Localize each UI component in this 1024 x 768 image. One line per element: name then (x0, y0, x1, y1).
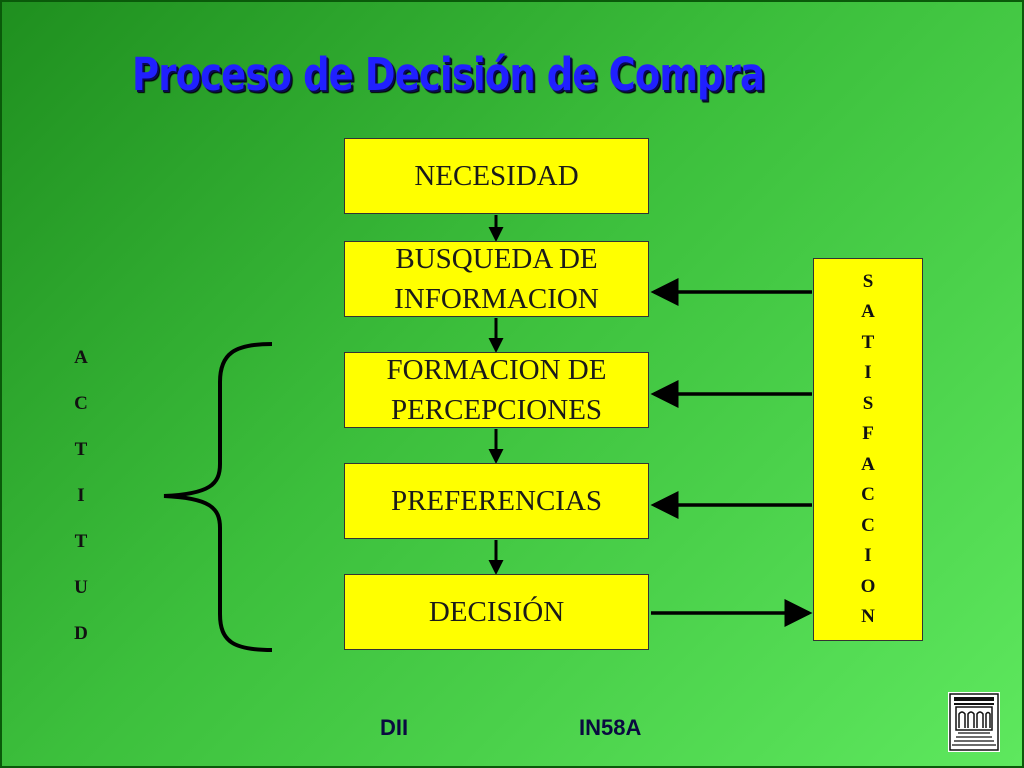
actitud-letter: T (74, 531, 88, 552)
step-decision-label: DECISIÓN (428, 596, 565, 628)
actitud-letter: D (74, 623, 88, 644)
satisfaccion-letter: A (861, 301, 875, 322)
building-logo-icon (948, 692, 1000, 752)
satisfaccion-letter: S (862, 270, 874, 292)
step-busqueda-label: BUSQUEDA DE INFORMACION (394, 243, 599, 315)
footer-left-label: DII (380, 715, 409, 740)
actitud-label: A C T I T U D (64, 335, 98, 657)
satisfaccion-letter: O (860, 575, 876, 597)
actitud-letter: I (77, 485, 85, 506)
actitud-letter: A (74, 347, 88, 368)
satisfaccion-letter: N (861, 606, 875, 627)
satisfaccion-letter: F (862, 423, 874, 444)
actitud-letter: U (74, 577, 88, 598)
satisfaccion-box: S A T I S F A C C I O N (813, 258, 923, 641)
actitud-letter: C (74, 393, 88, 414)
slide-title: Proceso de Decisión de Compra (132, 48, 765, 101)
satisfaccion-letter: C (861, 484, 875, 505)
step-decision: DECISIÓN (344, 574, 649, 650)
satisfaccion-letter: T (861, 331, 875, 353)
satisfaccion-letter: I (864, 545, 872, 566)
footer-right-label: IN58A (579, 715, 642, 740)
satisfaccion-letter: S (862, 392, 874, 414)
actitud-brace (163, 342, 273, 652)
step-formacion-percepciones: FORMACION DE PERCEPCIONES (344, 352, 649, 428)
step-busqueda-informacion: BUSQUEDA DE INFORMACION (344, 241, 649, 317)
actitud-letter: T (74, 439, 88, 460)
step-preferencias-label: PREFERENCIAS (390, 485, 603, 517)
satisfaccion-letter: C (861, 514, 875, 536)
satisfaccion-letter: A (861, 453, 875, 475)
step-necesidad: NECESIDAD (344, 138, 649, 214)
step-necesidad-label: NECESIDAD (414, 160, 579, 192)
step-formacion-label: FORMACION DE PERCEPCIONES (386, 354, 607, 426)
satisfaccion-letter: I (864, 362, 872, 383)
step-preferencias: PREFERENCIAS (344, 463, 649, 539)
